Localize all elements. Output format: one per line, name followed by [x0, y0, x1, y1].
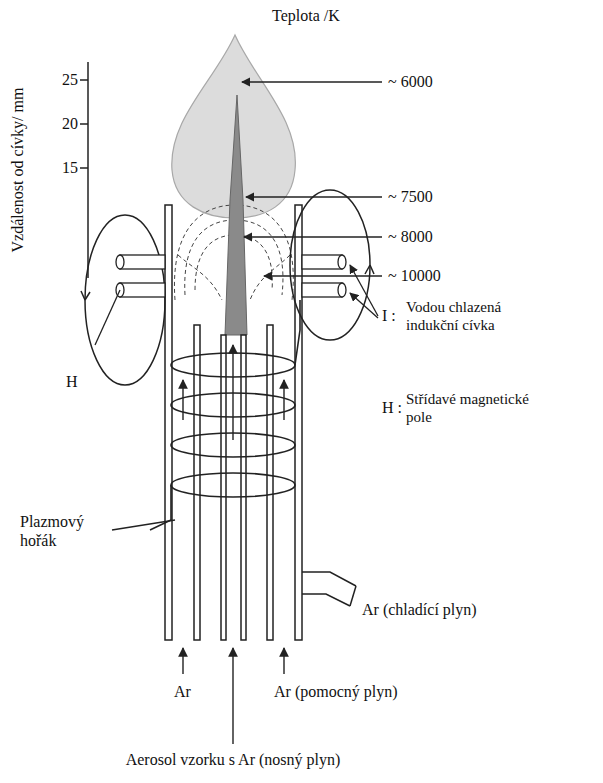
temperature-value: ~ 10000	[388, 266, 441, 285]
gas-label: Ar (pomocný plyn)	[274, 682, 398, 701]
magnetic-field-loop	[81, 190, 374, 385]
analytical-channel	[225, 95, 247, 335]
coolant-inlet	[302, 572, 356, 606]
temperature-value: ~ 8000	[388, 227, 433, 246]
flow-arrows	[183, 345, 284, 744]
torch-tubes	[165, 205, 302, 640]
temperature-value: ~ 7500	[388, 187, 433, 206]
callout-letter: H	[66, 372, 78, 391]
tick-label: 15	[52, 158, 78, 177]
axis-title: Vzdálenost od cívky/ mm	[8, 88, 27, 253]
rf-coil-helix	[150, 300, 300, 530]
part-description: Vodou chlazená indukční cívka	[406, 298, 556, 334]
distance-axis	[80, 62, 88, 278]
gas-label: Aerosol vzorku s Ar (nosný plyn)	[126, 750, 341, 769]
temperature-value: ~ 6000	[388, 72, 433, 91]
tick-label: 20	[52, 114, 78, 133]
leader-lines	[95, 82, 382, 530]
column-heading: Teplota /K	[272, 6, 340, 25]
part-name: Plazmový hořák	[20, 512, 110, 550]
callout-letter: H :	[382, 398, 402, 417]
gas-label: Ar (chladící plyn)	[362, 600, 492, 619]
coil-turn	[171, 473, 295, 497]
gas-label: Ar	[174, 682, 191, 701]
tick-label: 25	[52, 70, 78, 89]
callout-letter: I :	[382, 306, 396, 325]
part-description: Střídavé magnetické pole	[406, 390, 556, 426]
